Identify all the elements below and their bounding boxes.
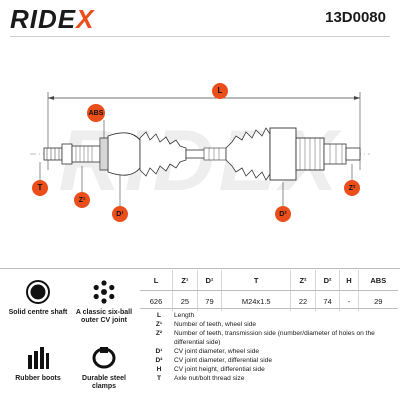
thread-t-badge: T (32, 180, 48, 196)
drive-shaft-drawing (30, 92, 370, 208)
spec-header: L (140, 270, 173, 291)
legend-item: D² CV joint diameter, differential side (144, 356, 396, 365)
spec-table: L Z¹ D¹ T Z² D² H ABS 626 25 79 M24x1.5 … (140, 270, 398, 311)
legend-desc: Length (174, 312, 195, 319)
feature-label: Durable steel clamps (82, 375, 126, 390)
legend-key: L (156, 312, 162, 319)
legend-desc: CV joint diameter, differential side (174, 357, 273, 364)
legend-key: D² (155, 357, 163, 364)
legend-desc: CV joint diameter, wheel side (174, 348, 260, 355)
spec-header: H (339, 270, 359, 291)
spec-header: D² (314, 270, 340, 291)
feature-rubber-boots: Rubber boots (6, 344, 70, 383)
spec-header: ABS (357, 270, 398, 291)
spec-header: D¹ (196, 270, 222, 291)
part-number: 13D0080 (325, 9, 386, 26)
feature-steel-clamps: Durable steel clamps (72, 344, 136, 391)
legend-key: H (156, 366, 162, 373)
brand-logo-text: RIDE (10, 4, 77, 34)
cv-joint-icon (90, 278, 118, 306)
spec-value: 74 (314, 290, 340, 311)
diameter-d1-badge: D¹ (112, 206, 128, 222)
brand-logo-x: X (76, 4, 95, 34)
header-divider (10, 36, 390, 37)
legend: L Length Z¹ Number of teeth, wheel side Z²… (144, 311, 396, 383)
legend-item: L Length (144, 311, 396, 320)
spec-value: 29 (357, 290, 398, 311)
dimension-l-badge: L (212, 83, 228, 99)
legend-desc: Number of teeth, transmission side (numb… (174, 330, 375, 346)
spec-table-header-row: L Z¹ D¹ T Z² D² H ABS (140, 270, 398, 291)
table-divider (140, 308, 398, 309)
spec-header: Z² (290, 270, 316, 291)
solid-shaft-icon (24, 278, 52, 306)
spec-value: M24x1.5 (221, 290, 291, 311)
spec-header: Z¹ (172, 270, 198, 291)
legend-item: Z² Number of teeth, transmission side (nu… (144, 329, 396, 347)
steel-clamp-icon (90, 344, 118, 372)
spec-value: 626 (149, 296, 163, 306)
teeth-z1-badge: Z¹ (74, 192, 90, 208)
rubber-boot-icon (24, 344, 52, 372)
spec-value: - (339, 290, 359, 311)
legend-item: T Axle nut/bolt thread size (144, 374, 396, 383)
legend-desc: Axle nut/bolt thread size (174, 375, 245, 382)
abs-badge: ABS (87, 104, 105, 122)
legend-item: Z¹ Number of teeth, wheel side (144, 320, 396, 329)
legend-key: T (156, 375, 162, 382)
feature-solid-shaft: Solid centre shaft (6, 278, 70, 317)
spec-header: T (221, 270, 291, 291)
feature-label: A classic six-ball outer CV joint (75, 309, 133, 324)
legend-item: D¹ CV joint diameter, wheel side (144, 347, 396, 356)
section-divider (0, 268, 400, 269)
spec-value: 25 (172, 290, 198, 311)
diameter-d2-badge: D² (275, 206, 291, 222)
feature-cv-joint: A classic six-ball outer CV joint (72, 278, 136, 325)
legend-key: Z² (155, 330, 163, 337)
legend-key: D¹ (155, 348, 163, 355)
legend-item: H CV joint height, differential side (144, 365, 396, 374)
legend-key: Z¹ (155, 321, 163, 328)
teeth-z2-badge: Z² (344, 180, 360, 196)
spec-value: 79 (196, 290, 222, 311)
feature-label: Rubber boots (15, 375, 61, 382)
brand-logo: RIDEX (10, 4, 94, 35)
spec-table-value-row: 626 25 79 M24x1.5 22 74 - 29 (140, 290, 398, 311)
feature-label: Solid centre shaft (8, 309, 68, 316)
spec-value: 22 (290, 290, 316, 311)
legend-desc: CV joint height, differential side (174, 366, 265, 373)
legend-desc: Number of teeth, wheel side (174, 321, 257, 328)
